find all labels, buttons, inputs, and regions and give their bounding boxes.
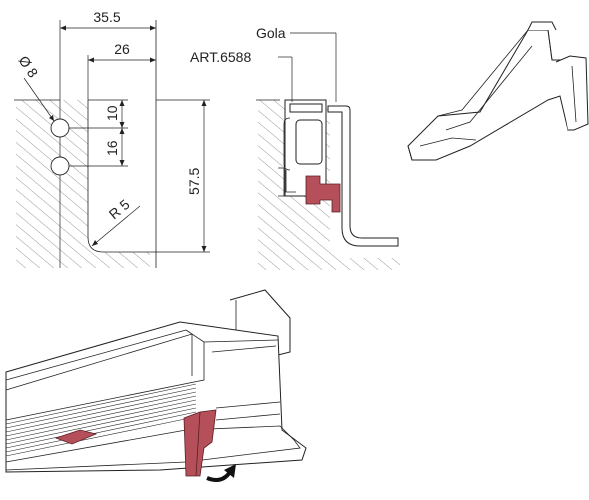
red-clip-section <box>305 175 341 213</box>
red-tab <box>54 429 98 445</box>
dim-diameter: Ø 8 <box>16 53 42 81</box>
section-drawing: Gola ART.6588 <box>190 25 400 270</box>
clip-3d-view <box>407 21 589 161</box>
rotation-arrow <box>206 470 232 482</box>
dim-16: 16 <box>104 140 120 156</box>
hole-top <box>50 118 70 138</box>
hole-bottom <box>50 156 70 176</box>
dim-10: 10 <box>104 105 120 121</box>
label-art: ART.6588 <box>190 49 251 65</box>
dim-35-5: 35.5 <box>93 9 120 25</box>
perspective-view <box>5 289 307 482</box>
dim-radius: R 5 <box>106 196 133 222</box>
dim-57-5: 57.5 <box>186 168 202 195</box>
label-gola: Gola <box>256 25 286 41</box>
profile-insert <box>295 119 323 165</box>
cutout-drawing: 35.5 26 Ø 8 10 16 57.5 <box>14 9 210 268</box>
red-clip-3d <box>183 409 217 477</box>
dim-26: 26 <box>114 41 130 57</box>
gola-profile <box>327 105 399 247</box>
